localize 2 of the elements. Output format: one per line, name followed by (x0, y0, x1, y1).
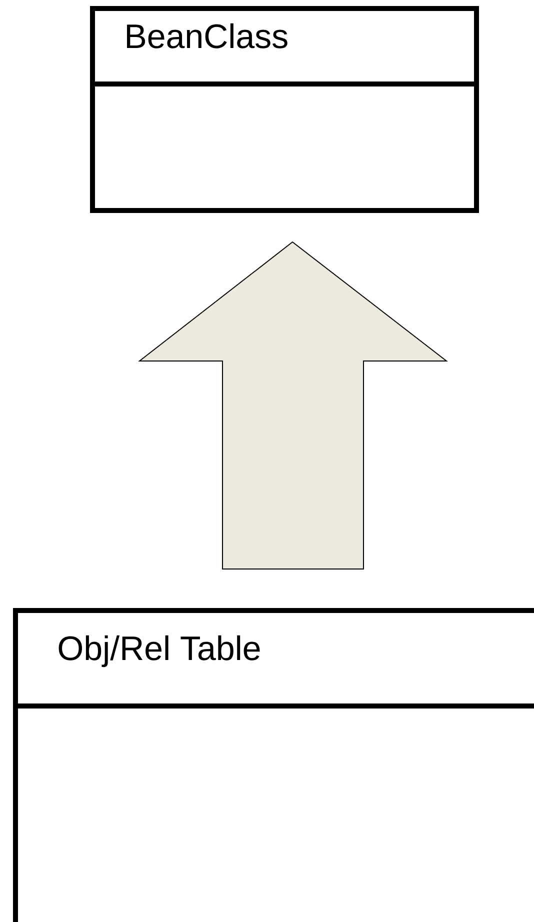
class-box: BeanClass (90, 6, 479, 213)
class-box: Obj/Rel Table (13, 608, 534, 922)
